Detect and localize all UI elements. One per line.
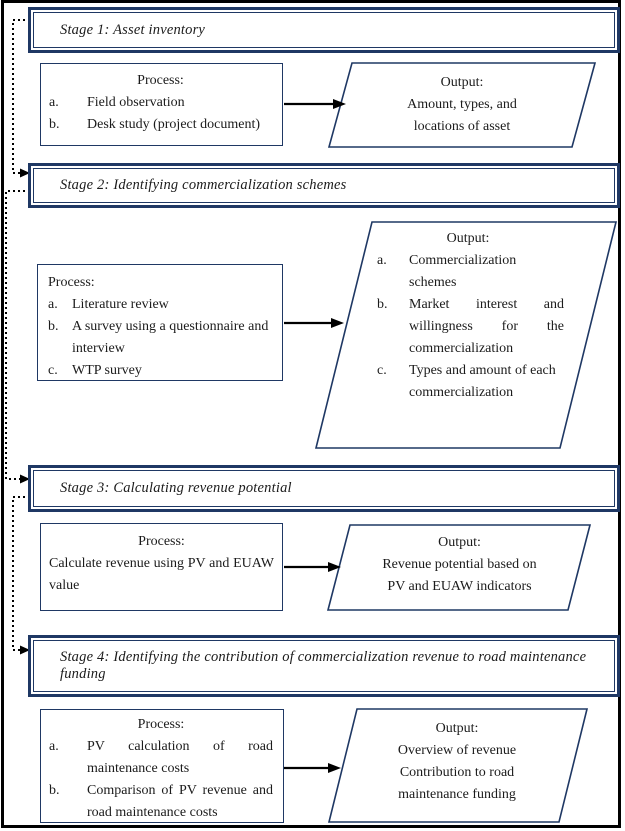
process-body: Calculate revenue using PV and EUAW valu… <box>49 556 274 593</box>
output-line: Overview of revenue <box>397 743 517 758</box>
stage-3-title: Stage 3: Calculating revenue potential <box>60 480 292 496</box>
list-marker: b. <box>48 319 59 334</box>
output-heading: Output: <box>435 721 479 736</box>
output-item: Commercialization schemes <box>409 253 517 290</box>
output-text-stage-1: Output: Amount, types, and locations of … <box>352 72 572 138</box>
process-item: PV calculation of road maintenance costs <box>87 739 273 776</box>
list-marker: a. <box>49 739 59 754</box>
list-marker: b. <box>377 297 388 312</box>
connector-stage-2-to-3 <box>5 190 30 484</box>
list-marker: a. <box>377 253 387 268</box>
list-marker: c. <box>48 363 58 378</box>
stage-2-title: Stage 2: Identifying commercialization s… <box>60 177 347 193</box>
output-text-stage-4: Output: Overview of revenue Contribution… <box>362 718 552 806</box>
output-parallelogram-stage-4 <box>327 708 589 823</box>
stage-1-title: Stage 1: Asset inventory <box>60 21 206 38</box>
process-box-stage-2: Process: a. Literature review b. A surve… <box>37 264 283 381</box>
stage-4-banner: Stage 4: Identifying the contribution of… <box>28 635 620 697</box>
list-marker: b. <box>49 117 60 132</box>
connector-stage-3-to-4 <box>12 496 30 655</box>
output-line: Amount, types, and <box>407 97 517 112</box>
stage-3-banner: Stage 3: Calculating revenue potential <box>28 465 620 512</box>
process-item: Field observation <box>87 95 185 110</box>
process-item: Comparison of PV revenue and road mainte… <box>87 783 273 820</box>
process-box-stage-4: Process: a. PV calculation of road maint… <box>40 709 284 823</box>
output-line: Contribution to road <box>399 765 515 780</box>
stage-2-banner: Stage 2: Identifying commercialization s… <box>28 163 620 208</box>
process-heading: Process: <box>48 275 95 290</box>
process-heading: Process: <box>137 73 184 88</box>
list-marker: a. <box>48 297 58 312</box>
process-item: WTP survey <box>72 363 142 378</box>
output-item: Types and amount of each commercializati… <box>409 363 556 400</box>
process-item: Literature review <box>72 297 169 312</box>
output-parallelogram-stage-1 <box>327 62 597 148</box>
output-item: Market interest and willingness for the … <box>409 297 564 356</box>
list-marker: b. <box>49 783 60 798</box>
output-line: maintenance funding <box>398 787 516 802</box>
process-item: Desk study (project document) <box>87 117 261 132</box>
output-parallelogram-stage-2 <box>314 221 618 449</box>
list-marker: c. <box>377 363 387 378</box>
output-text-stage-2: Output: a. Commercialization schemes b. … <box>372 228 564 404</box>
stage-1-banner: Stage 1: Asset inventory <box>28 7 620 53</box>
output-line: Revenue potential based on <box>382 557 537 572</box>
output-heading: Output: <box>446 231 490 246</box>
output-text-stage-3: Output: Revenue potential based on PV an… <box>352 532 567 598</box>
process-heading: Process: <box>138 534 185 549</box>
process-heading: Process: <box>137 717 185 732</box>
output-line: PV and EUAW indicators <box>387 579 532 594</box>
process-item: A survey using a questionnaire and inter… <box>72 319 269 356</box>
output-heading: Output: <box>438 535 481 550</box>
output-heading: Output: <box>440 75 484 90</box>
output-parallelogram-stage-3 <box>326 524 592 611</box>
stage-4-title: Stage 4: Identifying the contribution of… <box>60 649 587 682</box>
output-line: locations of asset <box>413 119 511 134</box>
list-marker: a. <box>49 95 59 110</box>
process-box-stage-3: Process: Calculate revenue using PV and … <box>40 523 283 611</box>
process-box-stage-1: Process: a. Field observation b. Desk st… <box>40 63 283 146</box>
